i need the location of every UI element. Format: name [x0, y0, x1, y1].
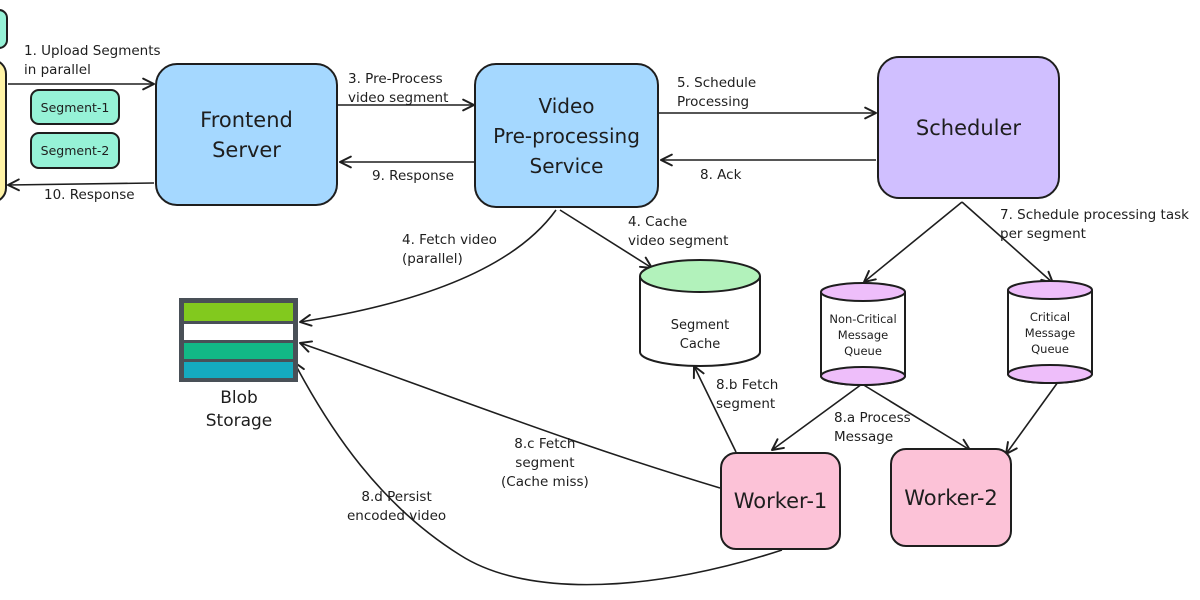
- critical-queue-cylinder: [1007, 280, 1093, 384]
- label-response-10: 10. Response: [44, 187, 135, 203]
- label-fetch-b: 8.b Fetch segment: [716, 377, 779, 412]
- worker-1-box: Worker-1: [720, 452, 841, 550]
- noncritical-queue-label: Non-Critical Message Queue: [829, 312, 897, 358]
- arrow-process-worker2: [861, 383, 971, 451]
- arrow-fetch-cache: [692, 365, 737, 453]
- segment-cache-cylinder: [639, 259, 761, 367]
- label-fetch-video: 4. Fetch video (parallel): [402, 232, 497, 267]
- label-response-9: 9. Response: [372, 168, 455, 184]
- arrow-persist-blob: [293, 361, 783, 586]
- blob-storage-label: Blob Storage: [205, 388, 273, 431]
- arrow-process-worker1: [771, 383, 863, 451]
- label-cache-segment: 4. Cache video segment: [628, 214, 729, 249]
- arrow-cache-segment: [559, 209, 653, 269]
- arrow-schedule-critical: [961, 201, 1054, 284]
- client-box: [0, 61, 7, 201]
- preprocessing-service-box: Video Pre-processing Service: [474, 63, 659, 208]
- arrow-schedule-noncritical: [863, 201, 963, 283]
- label-fetch-c: 8.c Fetch segment (Cache miss): [501, 436, 589, 490]
- arrow-fetch-blob: [299, 340, 721, 489]
- critical-queue-label: Critical Message Queue: [1024, 310, 1076, 356]
- client-chip: [0, 9, 8, 49]
- label-persist-d: 8.d Persist encoded video: [347, 489, 447, 524]
- worker-2-box: Worker-2: [890, 448, 1012, 547]
- arrow-critical-worker2: [1005, 381, 1059, 455]
- scheduler-box: Scheduler: [877, 56, 1060, 199]
- label-upload: 1. Upload Segments in parallel: [24, 43, 161, 78]
- blob-storage-icon: [179, 298, 298, 382]
- arrow-response-10: [7, 178, 155, 192]
- label-process-a: 8.a Process Message: [834, 410, 911, 445]
- segment-cache-label: Segment Cache: [670, 318, 730, 352]
- label-preprocess: 3. Pre-Process video segment: [348, 71, 449, 106]
- segment-2-chip: Segment-2: [30, 132, 120, 169]
- frontend-server-box: Frontend Server: [155, 63, 338, 206]
- segment-1-chip: Segment-1: [30, 89, 120, 125]
- label-schedule-task: 7. Schedule processing task per segment: [1000, 207, 1189, 242]
- arrow-fetch-video: [299, 209, 557, 327]
- label-schedule: 5. Schedule Processing: [677, 75, 757, 110]
- noncritical-queue-cylinder: [820, 282, 906, 386]
- label-ack: 8. Ack: [700, 167, 742, 183]
